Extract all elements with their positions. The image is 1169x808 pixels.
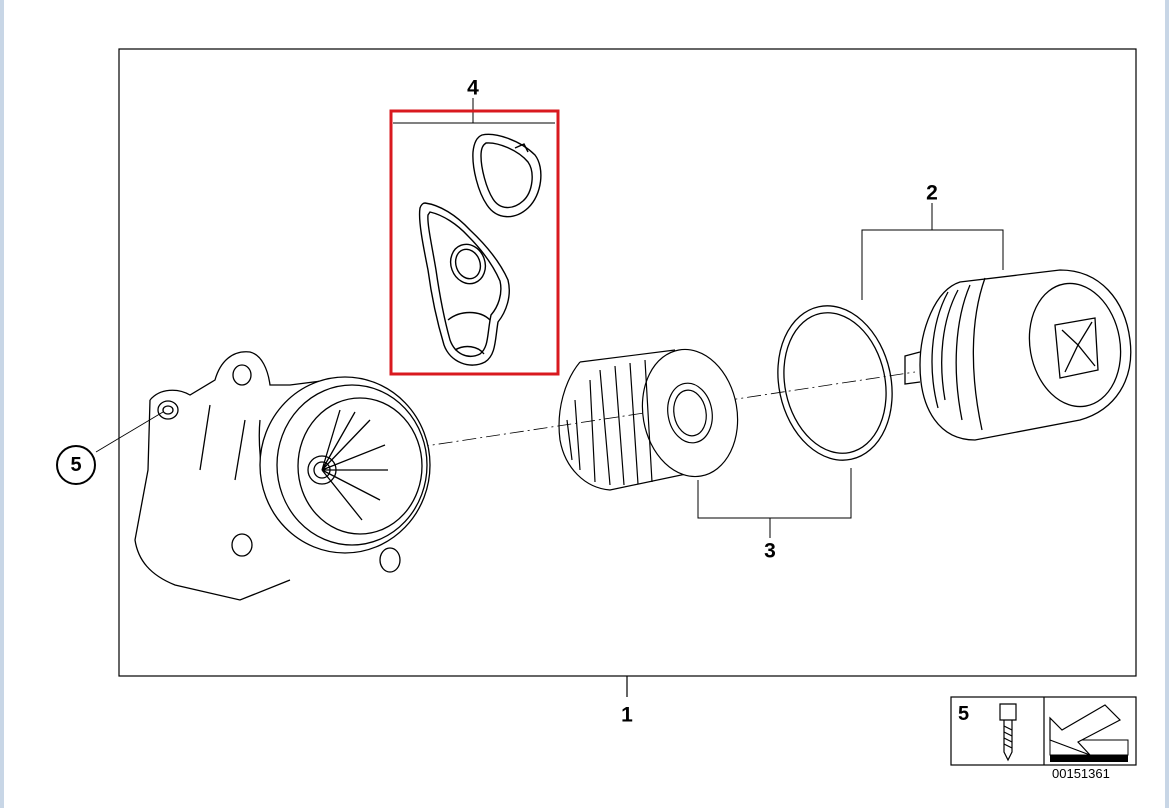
bracket-2 [861,203,1004,300]
oil-filter-housing [134,351,431,601]
legend-item-number: 5 [958,703,970,725]
bracket-3 [697,468,852,538]
callout-4: 4 [467,76,479,100]
reference-code: 00151361 [1052,766,1110,781]
gasket-small [472,133,542,218]
callout-3: 3 [764,539,776,563]
right-side-bar[interactable] [1165,0,1169,808]
callout-1: 1 [621,703,633,727]
left-side-bar [0,0,4,808]
callout-2: 2 [926,181,938,205]
installation-arrow-icon [1049,704,1129,762]
callout-5-circle: 5 [56,445,96,485]
gasket-large [418,202,510,366]
highlight-box [389,109,560,376]
oil-filter-element [558,348,739,491]
filter-cap [904,269,1132,441]
bolt-icon [999,703,1017,762]
o-ring-seal [777,305,893,461]
leader-line-5 [95,411,164,453]
